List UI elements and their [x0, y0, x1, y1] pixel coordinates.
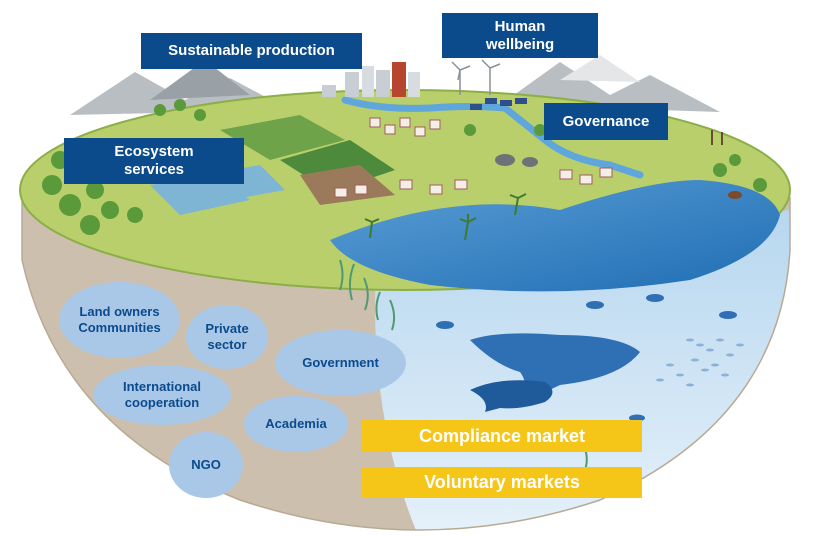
deer-icon	[728, 191, 742, 199]
giraffe-icon	[711, 130, 723, 145]
voluntary-markets-label: Voluntary markets	[362, 467, 642, 498]
fish-school-icon	[656, 338, 744, 387]
wind-turbine-icon	[451, 59, 501, 95]
ecosystem-services-label: Ecosystem services	[64, 138, 244, 184]
sustainable-production-label: Sustainable production	[141, 33, 362, 69]
solar-panel-icon	[470, 98, 527, 110]
stakeholder-academia: Academia	[244, 396, 348, 452]
stakeholder-ngo: NGO	[169, 432, 243, 498]
stakeholder-private-sector: Private sector	[186, 305, 268, 369]
compliance-market-label: Compliance market	[362, 420, 642, 452]
river	[341, 96, 644, 179]
stakeholder-land-owners: Land owners Communities	[59, 282, 180, 358]
governance-label: Governance	[544, 103, 668, 140]
house-icon	[334, 117, 613, 198]
farm-field-icon	[150, 115, 395, 215]
city-buildings-icon	[322, 62, 420, 97]
stakeholder-government: Government	[275, 330, 406, 396]
whale-icon	[470, 333, 640, 412]
palm-tree-icon	[364, 193, 527, 241]
stakeholder-international-cooperation: International cooperation	[93, 365, 231, 425]
human-wellbeing-label: Human wellbeing	[442, 13, 598, 58]
elephant-icon	[495, 154, 538, 167]
lake	[330, 180, 780, 292]
fish-icon	[436, 294, 737, 422]
